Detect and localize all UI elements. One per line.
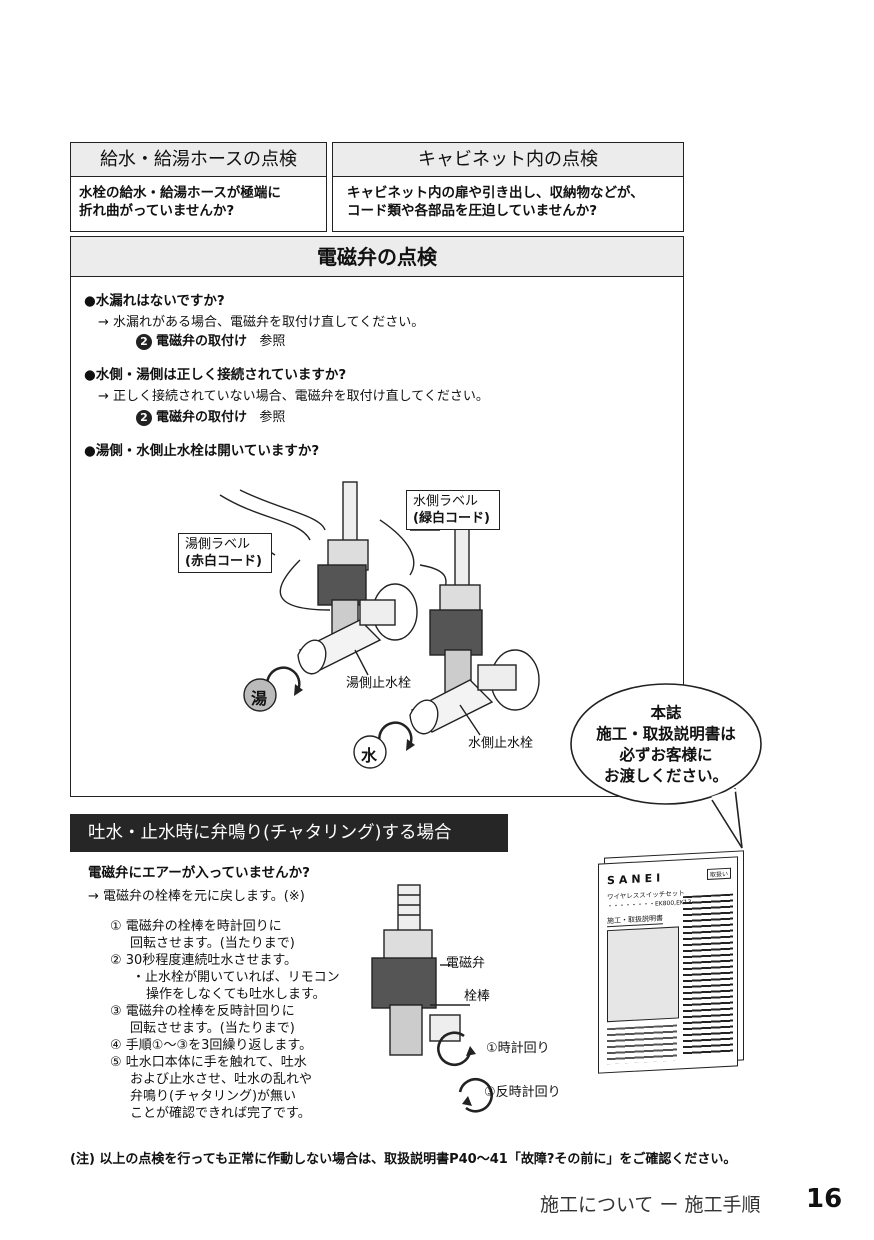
cold-stop-valve-label: 水側止水栓	[468, 736, 534, 751]
hot-label-callout: 湯側ラベル (赤白コード)	[178, 533, 272, 573]
hot-symbol-circle	[243, 678, 277, 712]
step-1: ① 電磁弁の栓棒を時計回りに	[110, 919, 282, 934]
hose-check-line1: 水栓の給水・給湯ホースが極端に	[79, 185, 281, 201]
hot-label-line1: 湯側ラベル	[185, 537, 251, 552]
step-5-cont2: 弁鳴り(チャタリング)が無い	[130, 1089, 297, 1104]
step-2: ② 30秒程度連続吐水させます。	[110, 953, 298, 968]
q2-ref-text: 電磁弁の取付け	[156, 410, 248, 425]
cabinet-check-title: キャビネット内の点検	[333, 143, 683, 177]
chattering-title: 吐水・止水時に弁鳴り(チャタリング)する場合	[70, 814, 508, 852]
hose-check-box: 給水・給湯ホースの点検 水栓の給水・給湯ホースが極端に 折れ曲がっていませんか?	[70, 142, 327, 232]
solenoid-valve-label: 電磁弁	[446, 956, 486, 971]
cold-label-line1: 水側ラベル	[413, 494, 479, 509]
valve-check-box: 電磁弁の点検	[70, 236, 684, 797]
speech-bubble-text: 本誌 施工・取扱説明書は 必ずお客様に お渡しください。	[571, 703, 761, 787]
step-5: ⑤ 吐水口本体に手を触れて、吐水	[110, 1055, 307, 1070]
cabinet-check-line1: キャビネット内の扉や引き出し、収納物などが、	[347, 185, 644, 201]
q2-ref-suffix: 参照	[259, 410, 286, 425]
cold-label-callout: 水側ラベル (緑白コード)	[406, 490, 500, 530]
counterclockwise-label: ③反時計回り	[484, 1085, 561, 1100]
q2-text: ●水側・湯側は正しく接続されていますか?	[84, 367, 347, 383]
manual-text-lines	[683, 893, 733, 1057]
q1-text: ●水漏れはないですか?	[84, 293, 225, 309]
page-number: 16	[806, 1184, 843, 1214]
cabinet-check-line2: コード類や各部品を圧迫していませんか?	[347, 203, 598, 219]
step-4: ④ 手順①〜③を3回繰り返します。	[110, 1038, 313, 1053]
step-5-cont3: ことが確認できれば完了です。	[130, 1106, 311, 1121]
step-2-note: ・止水栓が開いていれば、リモコン	[132, 970, 340, 985]
step-3-cont: 回転させます。(当たりまで)	[130, 1021, 295, 1036]
cabinet-check-box: キャビネット内の点検 キャビネット内の扉や引き出し、収納物などが、 コード類や各…	[332, 142, 684, 232]
cabinet-check-text: キャビネット内の扉や引き出し、収納物などが、 コード類や各部品を圧迫していません…	[333, 177, 683, 220]
manual-booklet: SANEI 取扱い ワイヤレススイッチセット ・・・・・・・・EK800,EK1…	[598, 850, 744, 1074]
q1-answer: → 水漏れがある場合、電磁弁を取付け直してください。	[98, 315, 425, 330]
bubble-line1: 本誌	[650, 704, 682, 722]
q1-ref-text: 電磁弁の取付け	[156, 334, 248, 349]
q1-ref-suffix: 参照	[259, 334, 286, 349]
hose-check-line2: 折れ曲がっていませんか?	[79, 203, 235, 219]
q1-reference: 2 電磁弁の取付け 参照	[136, 333, 285, 350]
chattering-answer: → 電磁弁の栓棒を元に戻します。(※)	[88, 889, 305, 904]
cold-label-line2: (緑白コード)	[413, 511, 490, 526]
bubble-line3: 必ずお客様に	[619, 746, 713, 764]
manual-brand: SANEI	[607, 871, 665, 888]
footnote: (注) 以上の点検を行っても正常に作動しない場合は、取扱説明書P40〜41「故障…	[70, 1152, 737, 1167]
hose-check-title: 給水・給湯ホースの点検	[71, 143, 326, 177]
chattering-question: 電磁弁にエアーが入っていませんか?	[88, 865, 310, 881]
bubble-line4: お渡しください。	[603, 767, 728, 785]
manual-doc-title: 施工・取扱説明書	[607, 913, 663, 928]
step-2-badge: 2	[136, 409, 152, 426]
cold-symbol: 水	[361, 746, 378, 765]
bubble-line2: 施工・取扱説明書は	[596, 725, 736, 743]
cold-symbol-circle	[353, 735, 387, 769]
plug-label: 栓棒	[464, 989, 491, 1004]
hot-label-line2: (赤白コード)	[185, 554, 262, 569]
step-3: ③ 電磁弁の栓棒を反時計回りに	[110, 1004, 295, 1019]
hose-check-text: 水栓の給水・給湯ホースが極端に 折れ曲がっていませんか?	[71, 177, 326, 220]
clockwise-label: ①時計回り	[486, 1041, 550, 1056]
q3-text: ●湯側・水側止水栓は開いていますか?	[84, 443, 320, 459]
hot-stop-valve-label: 湯側止水栓	[346, 676, 412, 691]
step-1-cont: 回転させます。(当たりまで)	[130, 936, 295, 951]
q2-reference: 2 電磁弁の取付け 参照	[136, 409, 285, 426]
valve-check-title: 電磁弁の点検	[71, 237, 683, 277]
manual-badge: 取扱い	[706, 867, 731, 880]
step-2-badge: 2	[136, 333, 152, 350]
step-2-note-cont: 操作をしなくても吐水します。	[146, 987, 326, 1002]
manual-photo	[607, 926, 679, 1023]
hot-symbol: 湯	[251, 689, 268, 708]
footer-section: 施工について ー 施工手順	[540, 1194, 761, 1216]
manual-footer-lines	[607, 1024, 677, 1065]
step-5-cont1: および止水させ、吐水の乱れや	[130, 1072, 313, 1087]
q2-answer: → 正しく接続されていない場合、電磁弁を取付け直してください。	[98, 389, 489, 404]
chattering-steps: ① 電磁弁の栓棒を時計回りに 回転させます。(当たりまで) ② 30秒程度連続吐…	[110, 918, 340, 1122]
